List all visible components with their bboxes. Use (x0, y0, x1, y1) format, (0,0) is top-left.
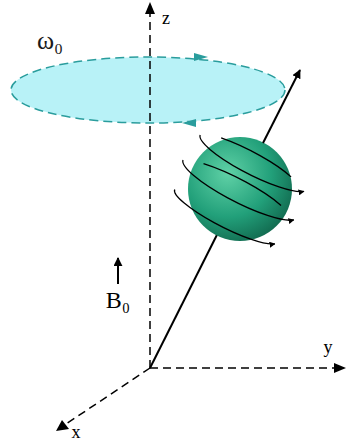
precession-path (11, 57, 285, 123)
rotation-arcs (164, 125, 313, 254)
frequency-label: ω₀ (37, 28, 63, 54)
axis-arrowhead (334, 363, 346, 373)
axis-arrowhead (145, 2, 155, 14)
field-label: B₀ (106, 288, 130, 312)
precession-arrow (182, 119, 196, 127)
axis-label: x (72, 423, 81, 441)
z-axis (149, 12, 151, 368)
y-axis (150, 367, 334, 369)
axis-label: z (162, 9, 170, 27)
axis-arrowhead (56, 420, 69, 431)
precession-arrow (194, 53, 208, 61)
spinning-particle (188, 137, 292, 241)
field-arrow (117, 258, 119, 284)
x-axis (66, 368, 150, 424)
spin-vector (263, 70, 300, 143)
axis-label: y (324, 338, 333, 356)
